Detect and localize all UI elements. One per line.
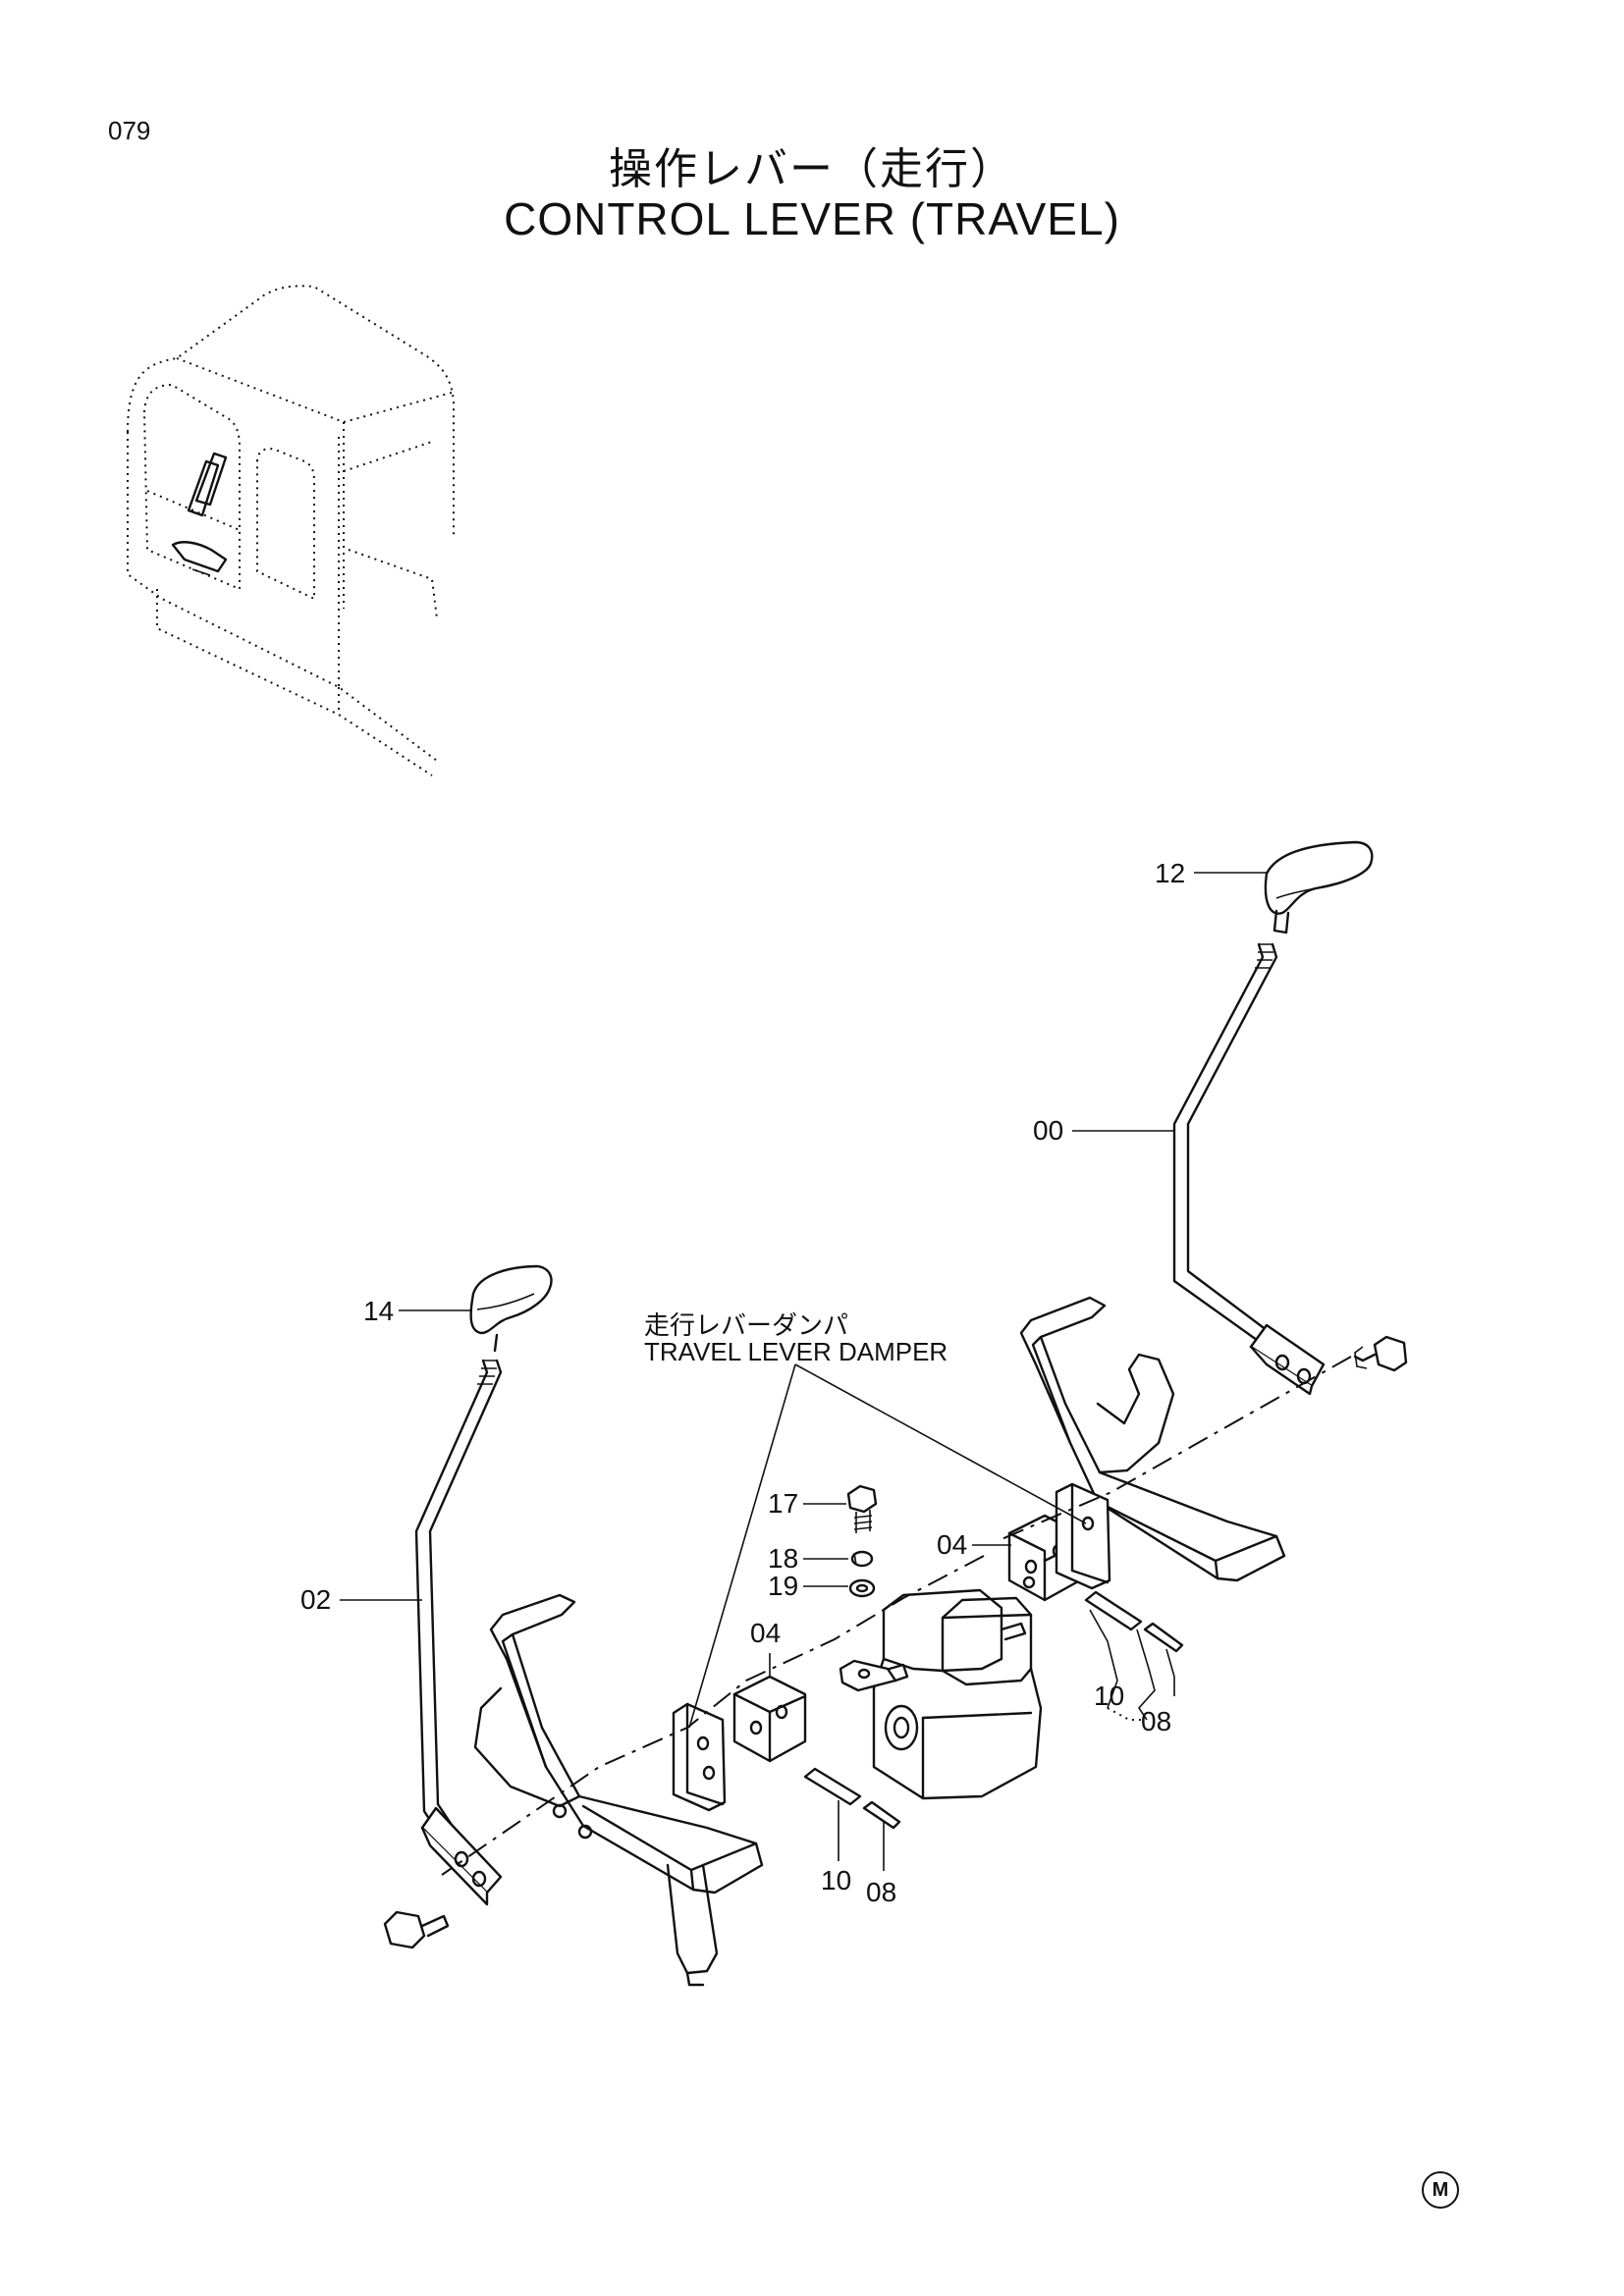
callout-08-upper: 08 bbox=[1141, 1706, 1172, 1736]
bracket-04-lower bbox=[732, 1675, 807, 1763]
damper-label-japanese: 走行レバーダンパ bbox=[644, 1311, 849, 1341]
damper-assembly bbox=[839, 1484, 1043, 1800]
callout-14: 14 bbox=[363, 1296, 395, 1326]
title-japanese: 操作レバー（走行） bbox=[609, 144, 1015, 194]
callout-12: 12 bbox=[1155, 858, 1186, 888]
callout-19: 19 bbox=[768, 1571, 799, 1601]
left-lever-assembly bbox=[383, 1264, 553, 1949]
callout-08-lower: 08 bbox=[866, 1877, 897, 1907]
bracket-plate-upper bbox=[1055, 1482, 1111, 1590]
callout-18: 18 bbox=[768, 1543, 799, 1574]
page-number: 079 bbox=[108, 116, 151, 145]
left-pedal bbox=[473, 1593, 764, 1987]
callout-02: 02 bbox=[300, 1584, 332, 1615]
callout-04-upper: 04 bbox=[937, 1529, 968, 1560]
right-lever-assembly bbox=[1172, 840, 1408, 1396]
pins-lower bbox=[803, 1767, 901, 1830]
callout-17: 17 bbox=[768, 1488, 799, 1519]
title-english: CONTROL LEVER (TRAVEL) bbox=[504, 193, 1120, 244]
cab-locator-sketch bbox=[127, 285, 455, 776]
leader-lines bbox=[340, 872, 1267, 1871]
callout-04-lower: 04 bbox=[750, 1618, 782, 1648]
pins-upper bbox=[1084, 1590, 1184, 1653]
callout-00: 00 bbox=[1033, 1115, 1064, 1146]
circled-m-mark: M bbox=[1422, 2171, 1459, 2209]
callout-10-lower: 10 bbox=[821, 1865, 852, 1896]
damper-label-english: TRAVEL LEVER DAMPER bbox=[644, 1337, 948, 1366]
bracket-plate-lower bbox=[672, 1702, 727, 1812]
right-pedal bbox=[1019, 1296, 1286, 1582]
callout-10-upper: 10 bbox=[1094, 1681, 1125, 1711]
